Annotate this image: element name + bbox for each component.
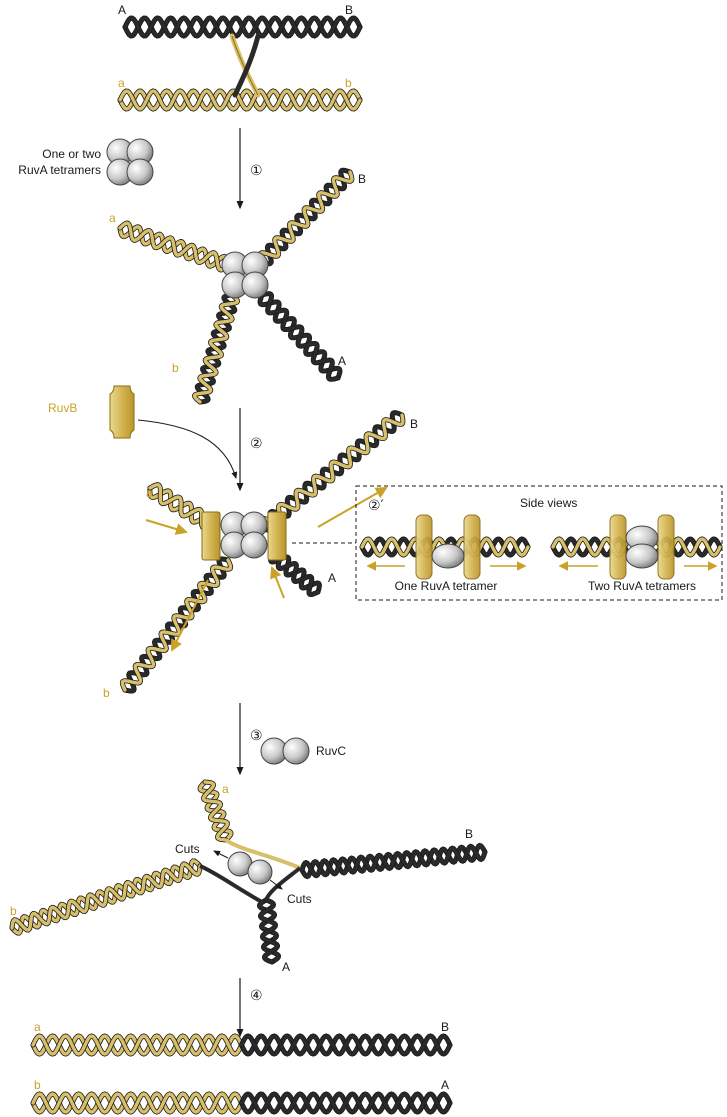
side-views-title: Side views [520,496,577,510]
cuts-label-left: Cuts [175,842,200,856]
label-B: B [358,172,366,186]
arm-A [256,897,282,965]
holliday-junction-initial: A B a b [117,3,363,112]
label-B: B [465,827,473,841]
label-b: b [172,361,179,375]
arm-b [192,292,240,405]
arm-a [197,779,234,843]
ruvc-label: RuvC [316,744,346,758]
two-ruva-caption: Two RuvA tetramers [588,579,696,593]
arm-B [258,410,406,533]
arm-b [9,858,203,936]
label-b: b [103,686,110,700]
label-b: b [10,904,17,918]
ruvb-label: RuvB [48,401,77,415]
ruva-label-line2: RuvA tetramers [18,163,101,177]
arm-a [117,220,231,273]
step1-number: ① [250,163,263,179]
label-B: B [410,417,418,431]
arm-B [257,167,355,267]
label-a: a [34,1020,41,1034]
ruva-tetramer-icon [221,251,269,299]
label-B: B [441,1020,449,1034]
label-A: A [441,1078,449,1092]
step2-number: ② [250,436,263,452]
label-A: A [338,354,346,368]
label-b: b [34,1078,41,1092]
side-views-box [355,485,723,601]
label-B: B [345,3,353,17]
duplex-top [122,15,363,39]
arm-b [119,556,234,694]
ruva-label-line1: One or two [42,147,101,161]
ruvb-icon [109,385,135,439]
ruva-bound-junction: a B b A [109,167,366,405]
product-aB [30,1033,453,1057]
duplex-bottom [117,88,363,112]
label-a: a [222,782,229,796]
migration-arrow [171,579,209,652]
migration-arrow [317,487,388,528]
label-A: A [328,571,336,585]
ruva-tetramer-icon [106,138,154,186]
side-view-two-ruva: Two RuvA tetramers [550,514,723,593]
label-a: a [146,486,153,500]
label-a: a [118,76,125,90]
label-a: a [109,211,116,225]
arm-B [299,842,488,880]
ruvc-dimer-icon [227,851,273,885]
side-view-one-ruva: One RuvA tetramer [359,514,531,593]
label-A: A [118,3,126,17]
ruvc-dimer-icon [260,737,310,765]
ruvb-icon [201,511,287,561]
arm-A [257,291,343,382]
migration-arrow [145,519,188,535]
label-A: A [282,960,290,974]
migration-arrow [270,566,285,599]
one-ruva-caption: One RuvA tetramer [395,579,498,593]
step4-number: ④ [250,988,263,1004]
cuts-label-right: Cuts [287,892,312,906]
step2p-number: ②′ [368,498,384,514]
product-bA [30,1091,453,1115]
ruvc-resolution: Cuts Cuts a B b A [9,779,488,974]
ruvb-recruit-arrow [137,419,238,479]
label-b: b [345,76,352,90]
recombinant-products: a B b A [30,1020,453,1115]
ruva-tetramer-icon [220,511,268,559]
ruvab-branch-migration: a B b A [103,410,418,700]
step3-number: ③ [250,728,263,744]
